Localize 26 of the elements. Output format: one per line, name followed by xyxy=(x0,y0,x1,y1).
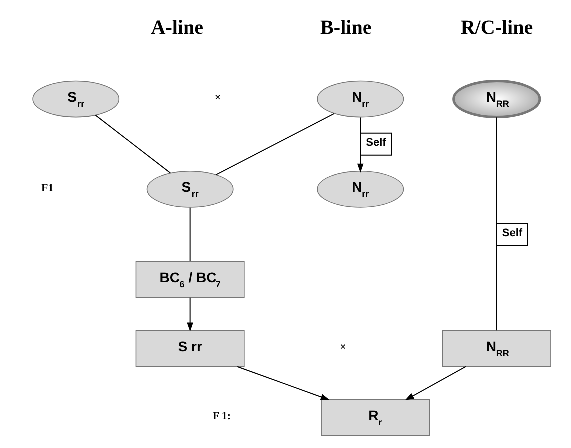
arrow xyxy=(356,117,364,173)
connector xyxy=(94,114,171,174)
node-box: BC$_{6}$ / BC$_{7}$ xyxy=(135,261,244,298)
node-ellipse: N$_{rr}$ xyxy=(316,80,404,118)
arrow xyxy=(186,297,193,332)
node-box: N$_{RR}$ xyxy=(442,330,551,368)
node-ellipse: N$_{rr}$ xyxy=(316,171,404,208)
connector xyxy=(189,207,190,262)
edge-label: Self xyxy=(366,137,386,150)
label: F1 xyxy=(41,182,54,194)
edge-label: Self xyxy=(502,227,522,240)
connector xyxy=(496,117,497,332)
node-ellipse: S$_{rr}$ xyxy=(146,171,234,208)
label: R/C-line xyxy=(460,17,533,40)
node-ellipse: N$_{RR}$ xyxy=(452,80,541,119)
label: × xyxy=(214,92,221,104)
label: × xyxy=(340,342,346,354)
label: A-line xyxy=(150,17,204,40)
node-box: R$_{r}$ xyxy=(320,399,430,436)
arrow xyxy=(404,366,466,400)
node-ellipse: S$_{rr}$ xyxy=(32,80,120,118)
label: F 1: xyxy=(212,410,231,423)
node-box: S rr xyxy=(135,330,244,368)
arrow xyxy=(236,366,330,400)
connector xyxy=(215,113,334,176)
label: B-line xyxy=(320,17,372,40)
